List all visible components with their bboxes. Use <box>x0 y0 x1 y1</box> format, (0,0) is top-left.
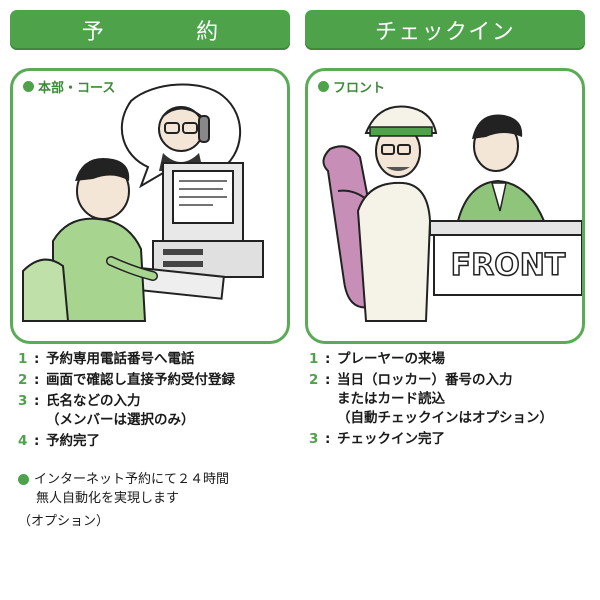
front-desk-text: フロント <box>333 81 386 96</box>
reservation-illustration-frame: 本部・コース <box>10 68 290 344</box>
reservation-steps-list: 1:予約専用電話番号へ電話 2:画面で確認し直接予約受付登録 3:氏名などの入力… <box>18 350 308 453</box>
front-desk-label: フロント <box>318 77 385 96</box>
bullet-dot-icon <box>318 81 329 92</box>
note-line-2: 無人自動化を実現します <box>36 491 180 506</box>
checkin-banner: チェックイン <box>305 10 585 50</box>
headquarters-course-text: 本部・コース <box>38 81 116 96</box>
note-line-1: インターネット予約にて２４時間 <box>34 472 230 487</box>
computer-icon <box>111 162 264 300</box>
reservation-banner: 予 約 <box>10 10 290 50</box>
operator-icon <box>22 157 158 322</box>
list-item: 3:チェックイン完了 <box>309 431 445 447</box>
reservation-illustration <box>22 83 264 322</box>
checkin-illustration-frame: フロント <box>305 68 585 344</box>
list-item: 1:予約専用電話番号へ電話 <box>18 351 195 367</box>
front-counter-icon: FRONT <box>429 220 582 296</box>
list-item: 1:プレーヤーの来場 <box>309 351 445 367</box>
bullet-dot-icon <box>23 81 34 92</box>
bullet-dot-icon <box>18 474 29 485</box>
golfer-icon <box>356 105 438 322</box>
list-item: 3:氏名などの入力 （メンバーは選択のみ） <box>18 393 195 428</box>
headquarters-course-label: 本部・コース <box>23 77 115 96</box>
front-sign-text: FRONT <box>451 248 566 283</box>
list-item: 2:画面で確認し直接予約受付登録 <box>18 372 235 388</box>
checkin-illustration: FRONT <box>322 105 582 322</box>
internet-reservation-note: インターネット予約にて２４時間 無人自動化を実現します （オプション） <box>18 470 229 531</box>
note-option: （オプション） <box>18 514 110 529</box>
checkin-steps-list: 1:プレーヤーの来場 2:当日（ロッカー）番号の入力 またはカード読込 （自動チ… <box>309 350 599 451</box>
list-item: 4:予約完了 <box>18 433 100 449</box>
front-staff-icon <box>457 114 545 232</box>
list-item: 2:当日（ロッカー）番号の入力 またはカード読込 （自動チェックインはオプション… <box>309 372 553 426</box>
